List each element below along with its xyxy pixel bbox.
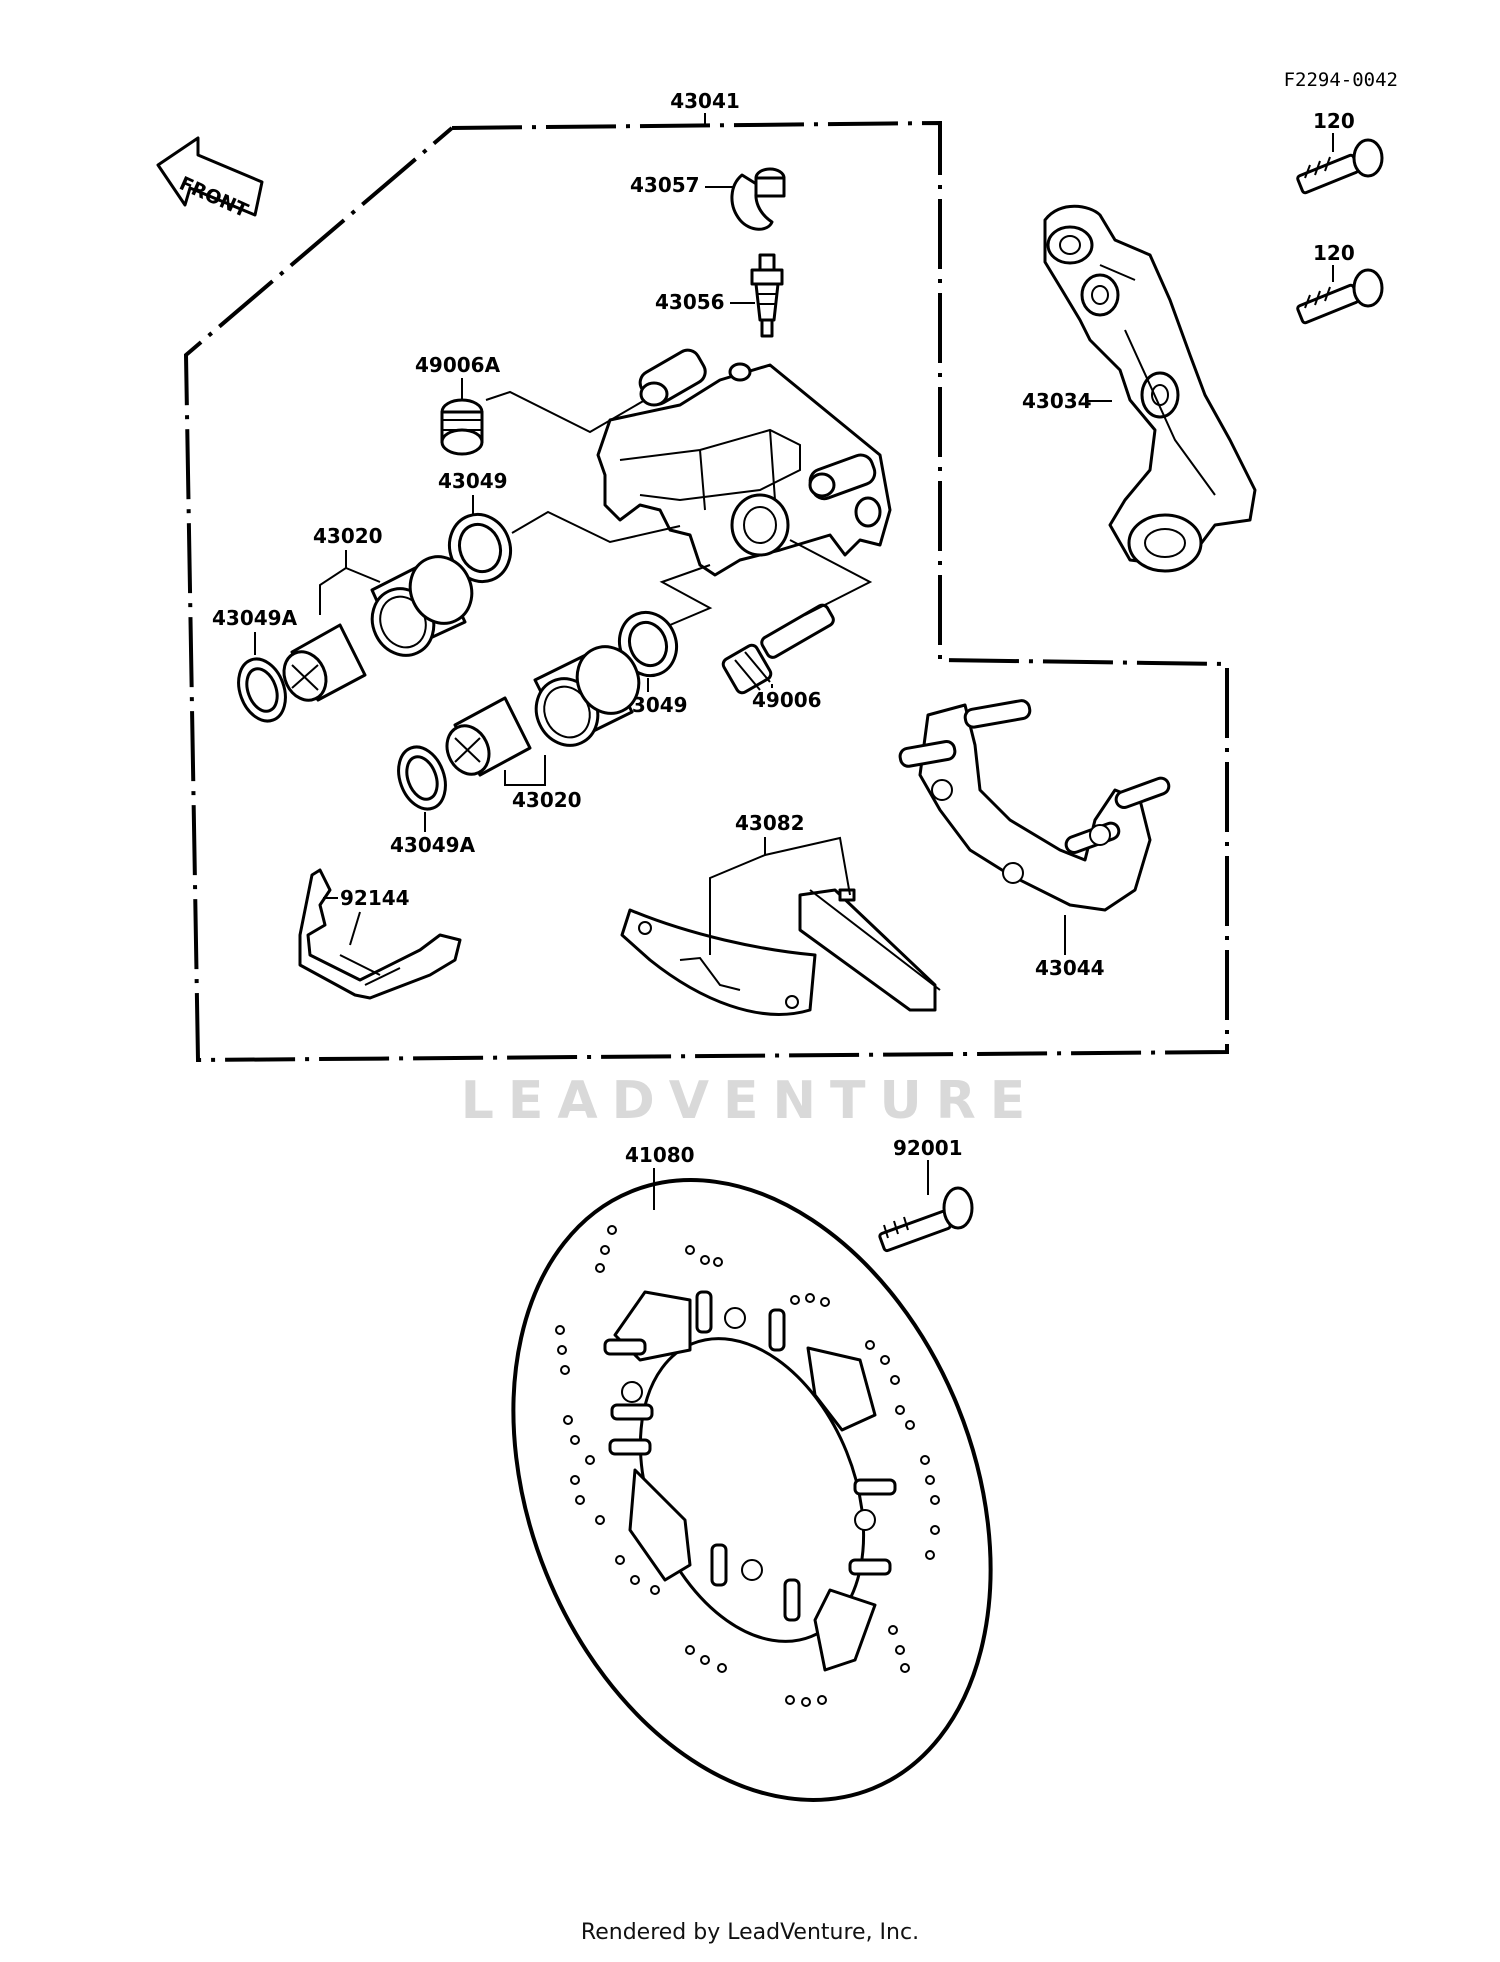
bolt-120-b (1296, 268, 1384, 325)
caliper-assembly-boundary (183, 120, 1229, 1063)
part-label-43049-top: 43049 (438, 469, 508, 493)
piston-seal-middle (618, 610, 678, 678)
mounting-bracket-43034 (1043, 204, 1257, 573)
front-arrow-icon: FRONT (156, 136, 264, 222)
bolt-120-a (1296, 138, 1384, 195)
part-label-92001: 92001 (893, 1136, 963, 1160)
part-label-43049A-left: 43049A (212, 606, 298, 630)
bleeder-valve (750, 253, 784, 338)
part-label-120-b: 120 (1313, 241, 1355, 265)
part-label-120-a: 120 (1313, 109, 1355, 133)
part-label-92144: 92144 (340, 886, 410, 910)
part-label-43020-bot: 43020 (512, 788, 582, 812)
piston-bottom (533, 645, 641, 747)
part-label-43034: 43034 (1022, 389, 1092, 413)
boot-49006a (440, 398, 484, 456)
dust-seal-bottom (397, 745, 447, 811)
part-label-43056: 43056 (655, 290, 725, 314)
part-label-49006A: 49006A (415, 353, 501, 377)
part-label-43020-top: 43020 (313, 524, 383, 548)
brake-disc (511, 1178, 993, 1802)
part-label-41080: 41080 (625, 1143, 695, 1167)
part-label-43057: 43057 (630, 173, 700, 197)
reference-code: F2294-0042 (1284, 69, 1398, 91)
caliper-bracket (898, 699, 1171, 912)
part-label-43044: 43044 (1035, 956, 1105, 980)
footer-credit: Rendered by LeadVenture, Inc. (580, 1920, 920, 1945)
part-label-43082: 43082 (735, 811, 805, 835)
piston-insulator-bottom (445, 696, 532, 777)
pad-spring-92144 (298, 868, 462, 1000)
part-label-43049A-bot: 43049A (390, 833, 476, 857)
part-label-43041: 43041 (670, 89, 740, 113)
slide-pin-49006 (721, 603, 835, 695)
brake-pad-right (798, 888, 941, 1012)
watermark: LEADVENTURE (461, 1071, 1040, 1131)
piston-insulator-top (282, 623, 367, 702)
disc-bolt-92001 (878, 1186, 974, 1253)
piston-top (370, 555, 474, 657)
caliper-body (596, 348, 892, 577)
brake-pad-left (620, 908, 817, 1016)
bleeder-cap (730, 167, 786, 231)
piston-seal-top (448, 512, 512, 584)
dust-seal-left (237, 657, 287, 723)
part-label-49006: 49006 (752, 688, 822, 712)
